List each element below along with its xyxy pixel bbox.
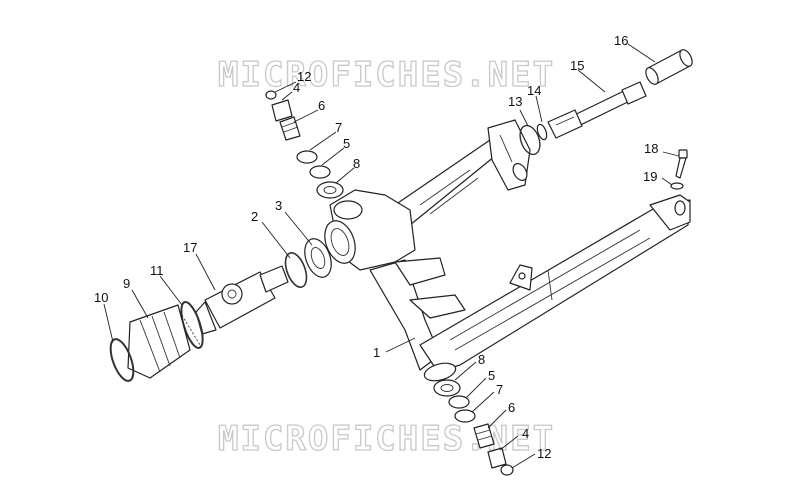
callout-17: 17 bbox=[183, 240, 197, 255]
callout-7-bottom: 7 bbox=[496, 382, 503, 397]
callout-2: 2 bbox=[251, 209, 258, 224]
callout-12-bottom: 12 bbox=[537, 446, 551, 461]
callout-15: 15 bbox=[570, 58, 584, 73]
part-16-sleeve bbox=[645, 49, 693, 85]
leader-lines bbox=[103, 43, 680, 469]
part-9-rubber-boot bbox=[127, 304, 191, 379]
part-17-universal-joint bbox=[195, 265, 289, 335]
top-pivot-stack bbox=[265, 90, 344, 199]
callout-16: 16 bbox=[614, 33, 628, 48]
callouts: 16 15 14 13 12 4 6 7 5 8 18 19 2 3 17 11… bbox=[94, 33, 658, 461]
callout-10: 10 bbox=[94, 290, 108, 305]
part-2-ring bbox=[284, 252, 308, 288]
callout-5-top: 5 bbox=[343, 136, 350, 151]
part-15-drive-shaft bbox=[547, 81, 647, 139]
callout-18: 18 bbox=[644, 141, 658, 156]
callout-9: 9 bbox=[123, 276, 130, 291]
callout-5-bottom: 5 bbox=[488, 368, 495, 383]
part-13-o-ring bbox=[519, 124, 541, 156]
callout-3: 3 bbox=[275, 198, 282, 213]
callout-6-bottom: 6 bbox=[508, 400, 515, 415]
part-19-washer bbox=[670, 182, 684, 190]
part-14-circlip bbox=[536, 123, 548, 141]
part-18-bolt bbox=[675, 149, 688, 179]
part-3-bearing bbox=[304, 238, 332, 278]
callout-11: 11 bbox=[150, 263, 164, 278]
callout-4-bottom: 4 bbox=[522, 426, 529, 441]
callout-13: 13 bbox=[508, 94, 522, 109]
callout-7-top: 7 bbox=[335, 120, 342, 135]
part-10-clamp bbox=[109, 338, 135, 382]
callout-14: 14 bbox=[527, 83, 541, 98]
watermark-top: MICROFICHES.NET bbox=[218, 55, 555, 95]
callout-8-bottom: 8 bbox=[478, 352, 485, 367]
callout-12-top: 12 bbox=[297, 69, 311, 84]
swingarm-assembly bbox=[324, 119, 691, 382]
callout-6-top: 6 bbox=[318, 98, 325, 113]
watermark-bottom: MICROFICHES.NET bbox=[218, 419, 555, 459]
callout-1: 1 bbox=[373, 345, 380, 360]
callout-4-top: 4 bbox=[293, 80, 300, 95]
bottom-pivot-stack bbox=[433, 379, 514, 476]
callout-8-top: 8 bbox=[353, 156, 360, 171]
callout-19: 19 bbox=[643, 169, 657, 184]
